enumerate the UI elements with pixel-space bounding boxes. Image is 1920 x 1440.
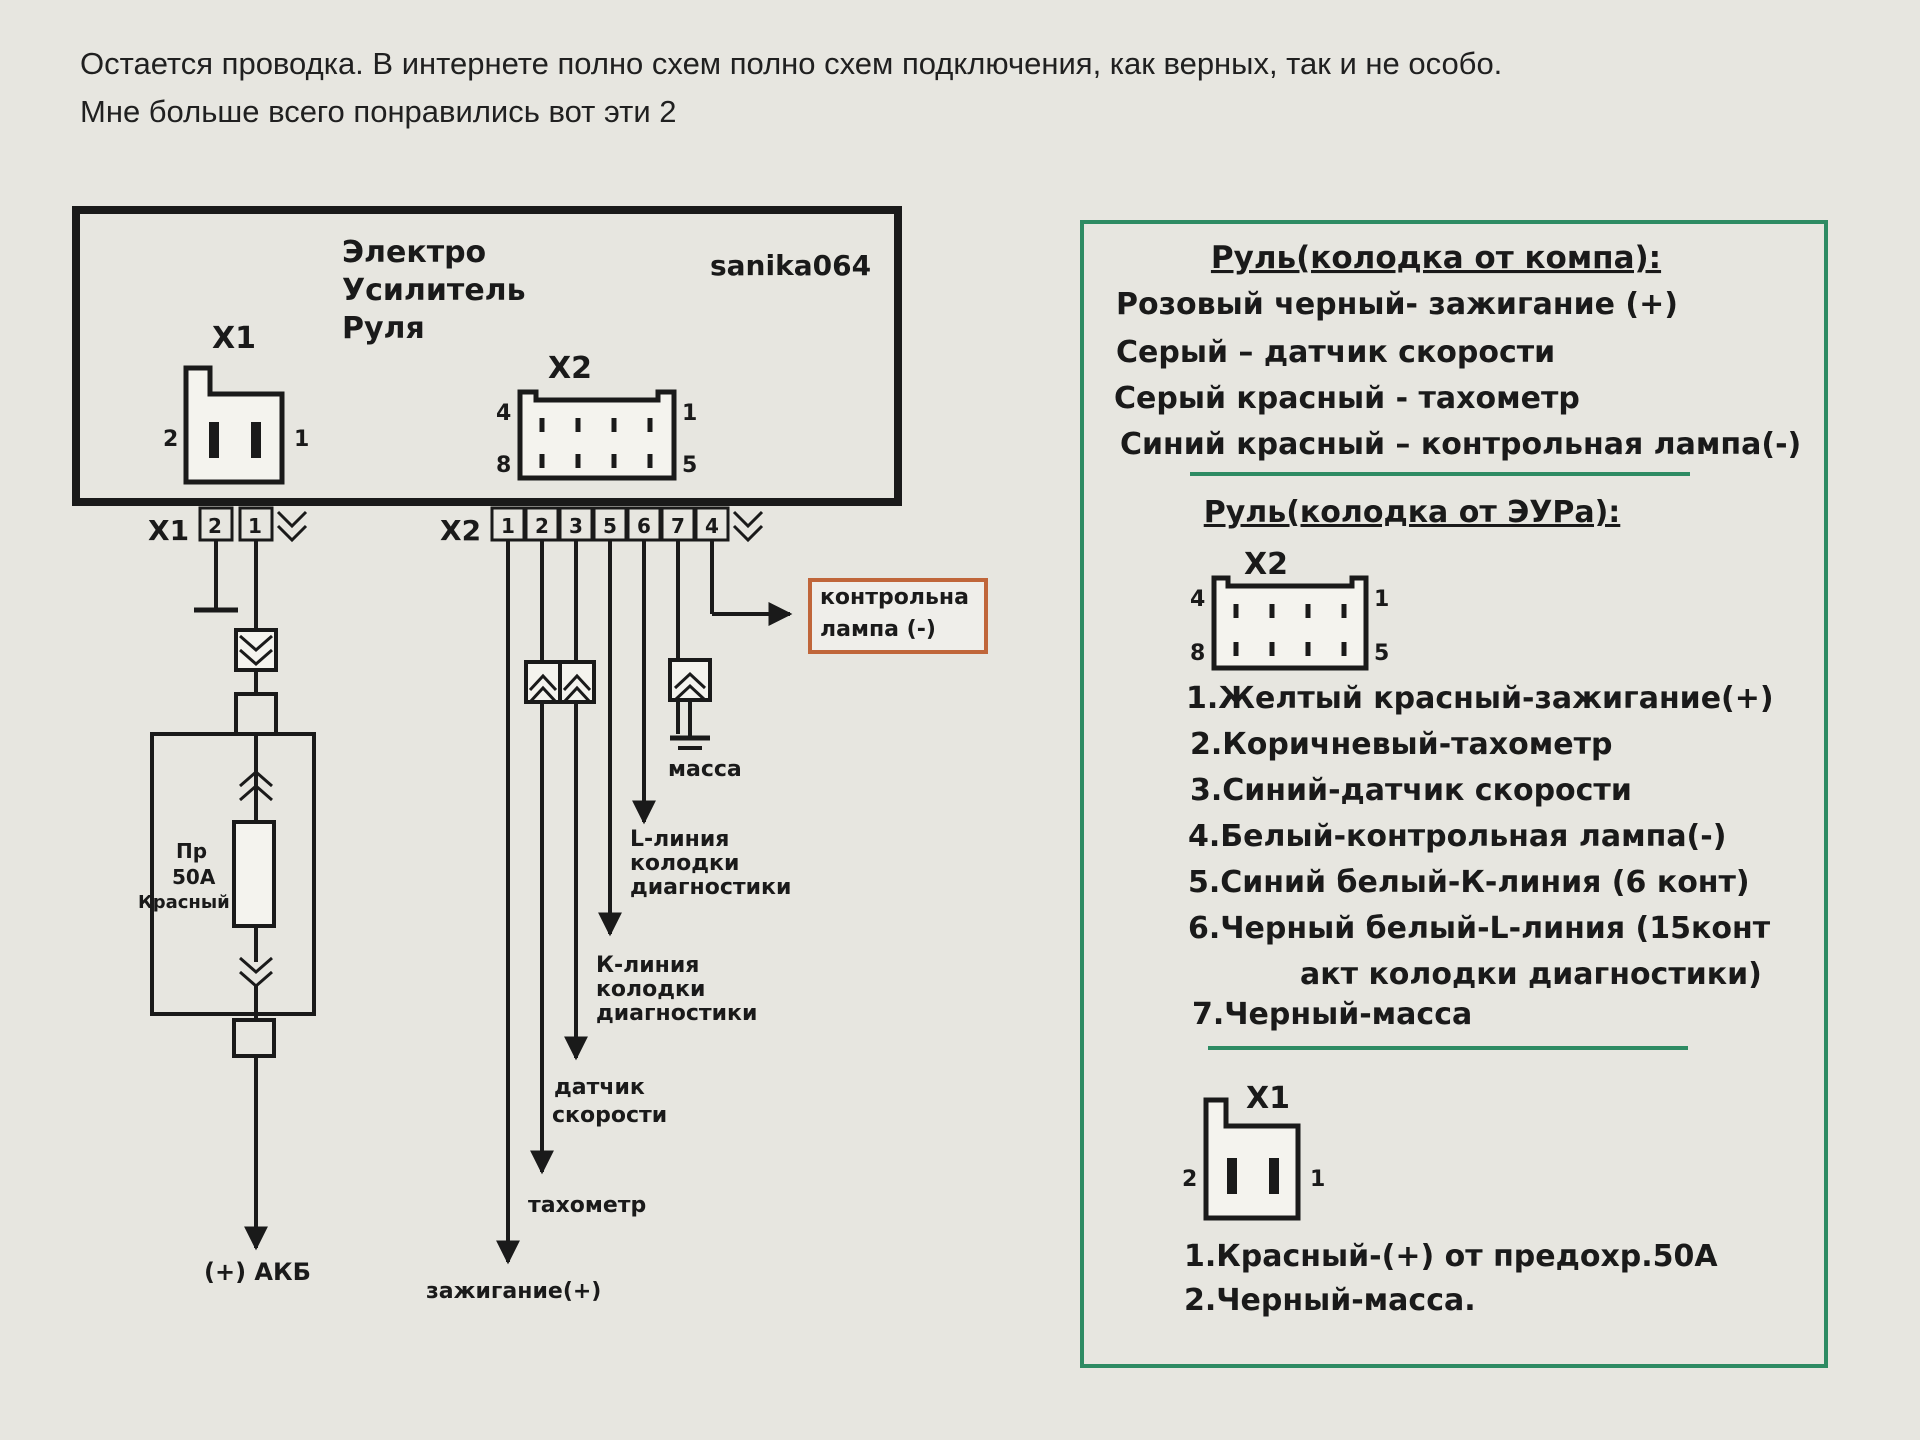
x2-strip-label: X2 (440, 514, 481, 547)
x1-strip-label: X1 (148, 514, 189, 547)
legend-x2-pin: 5 (1374, 641, 1389, 666)
legend-panel: Руль(колодка от компа): Розовый черный- … (1080, 220, 1828, 1368)
legend-x2-pin: 1 (1374, 587, 1389, 612)
lamp-label-line-1: контрольна (820, 585, 969, 610)
unit-box (72, 206, 902, 506)
legend-comp-item: Серый красный - тахометр (1114, 381, 1580, 416)
legend-eur-item: 7.Черный-масса (1192, 997, 1472, 1032)
x2-strip-pin: 5 (603, 514, 617, 538)
x2-pin-label: 5 (682, 453, 697, 478)
legend-comp-item: Синий красный – контрольная лампа(-) (1120, 427, 1801, 462)
legend-x1-shape (1203, 1097, 1301, 1221)
ignition-label: зажигание(+) (426, 1279, 601, 1304)
x1-strip: X1 2 1 (148, 506, 308, 547)
speed-label-2: скорости (552, 1103, 667, 1128)
x1-connector-label: X1 (212, 321, 256, 356)
k-line-label-2: колодки (596, 977, 705, 1002)
fuse-label-line-1: Пр (176, 839, 207, 863)
k-line-label-1: К-линия (596, 953, 699, 978)
legend-eur-item: 6.Черный белый-L-линия (15конт (1188, 911, 1771, 946)
unit-title-line-1: Электро (342, 235, 486, 270)
lamp-label-line-2: лампа (-) (820, 617, 936, 642)
legend-eur-item: 3.Синий-датчик скорости (1190, 773, 1632, 808)
legend-x2-pin: 4 (1190, 587, 1205, 612)
legend-comp-item: Розовый черный- зажигание (+) (1116, 287, 1678, 322)
x2-pin-label: 4 (496, 401, 511, 426)
lamp-box (808, 578, 988, 654)
legend-x1-pin: 1 (1310, 1167, 1325, 1192)
x2-pin-label: 1 (682, 401, 697, 426)
legend-heading-comp: Руль(колодка от компа): (1211, 240, 1661, 276)
x2-strip-pin: 2 (535, 514, 549, 538)
x1-strip-pin: 1 (248, 514, 262, 538)
legend-comp-item: Серый – датчик скорости (1116, 335, 1555, 370)
legend-border (1080, 220, 1828, 1368)
x2-pin-label: 8 (496, 453, 511, 478)
intro-line-2: Мне больше всего понравились вот эти 2 (80, 94, 677, 129)
fuse-label-line-3: Красный (138, 892, 230, 913)
legend-heading-eur: Руль(колодка от ЭУРа): (1204, 495, 1621, 530)
x1-connector-shape (183, 365, 285, 485)
steering-unit: Электро Усилитель Руля sanika064 X1 2 1 … (72, 206, 902, 506)
x2-strip-pin: 3 (569, 514, 583, 538)
legend-x2-shape (1211, 575, 1369, 671)
author-label: sanika064 (710, 249, 871, 282)
l-line-label-1: L-линия (630, 827, 729, 852)
legend-eur-item: 5.Синий белый-К-линия (6 конт) (1188, 865, 1750, 900)
ground-label: масса (668, 757, 742, 782)
l-line-label-2: колодки (630, 851, 739, 876)
tacho-label: тахометр (528, 1193, 646, 1218)
unit-title-line-2: Усилитель (342, 273, 526, 308)
x2-strip-pin: 6 (637, 514, 651, 538)
battery-label: (+) АКБ (204, 1258, 311, 1286)
x2-connector-label: X2 (548, 351, 592, 386)
legend-x1-pin: 2 (1182, 1167, 1197, 1192)
fuse-label-line-2: 50А (172, 865, 216, 889)
intro-line-1: Остается проводка. В интернете полно схе… (80, 46, 1503, 81)
k-line-label-3: диагностики (596, 1001, 757, 1026)
x1-strip-pin: 2 (208, 514, 222, 538)
x2-connector-shape (517, 389, 677, 481)
legend-x1-item: 1.Красный-(+) от предохр.50А (1184, 1239, 1718, 1274)
x1-wiring (150, 540, 316, 1251)
speed-label-1: датчик (554, 1075, 645, 1100)
x2-pin-grid (539, 418, 653, 468)
x2-wiring (496, 540, 793, 1265)
x1-pin-label: 1 (294, 427, 309, 452)
l-line-label-3: диагностики (630, 875, 791, 900)
legend-eur-item: 4.Белый-контрольная лампа(-) (1188, 819, 1726, 854)
x1-pin-label: 2 (163, 427, 178, 452)
x2-strip-pin: 4 (705, 514, 719, 538)
unit-title-line-3: Руля (342, 311, 425, 346)
legend-x1-label: X1 (1246, 1081, 1290, 1116)
legend-eur-item: 1.Желтый красный-зажигание(+) (1186, 681, 1774, 716)
x2-strip-pin: 1 (501, 514, 515, 538)
x2-strip-pin: 7 (671, 514, 685, 538)
legend-eur-item: 2.Коричневый-тахометр (1190, 727, 1612, 762)
legend-x2-pin: 8 (1190, 641, 1205, 666)
legend-x1-item: 2.Черный-масса. (1184, 1283, 1476, 1318)
legend-x2-label: X2 (1244, 547, 1288, 582)
legend-eur-item: акт колодки диагностики) (1300, 957, 1762, 992)
